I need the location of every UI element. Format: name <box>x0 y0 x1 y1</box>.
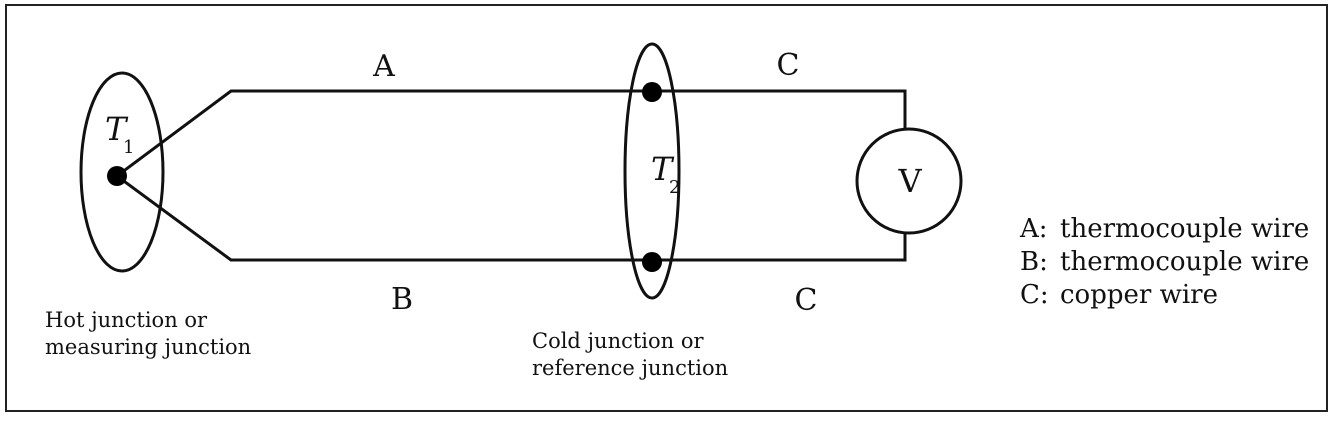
hot-caption-line1: Hot junction or <box>45 308 208 332</box>
legend: A: thermocouple wire B: thermocouple wir… <box>1020 213 1309 312</box>
wire-c-top <box>652 89 907 129</box>
cold-junction-caption: Cold junction or reference junction <box>532 328 728 382</box>
legend-item: B: thermocouple wire <box>1020 246 1309 279</box>
cold-caption-line2: reference junction <box>532 356 729 380</box>
hot-junction-subscript: 1 <box>123 137 134 158</box>
wire-a <box>116 89 652 178</box>
legend-item: C: copper wire <box>1020 279 1309 312</box>
legend-key: B: <box>1020 247 1048 277</box>
voltmeter-circle <box>855 127 963 235</box>
legend-key: A: <box>1020 214 1048 244</box>
diagram-frame <box>5 4 1328 412</box>
legend-text: thermocouple wire <box>1060 214 1310 244</box>
cold-junction-dot-bottom <box>642 252 662 272</box>
wire-c-bottom-label: C <box>795 283 818 318</box>
cold-junction-ellipse <box>623 42 681 300</box>
hot-caption-line2: measuring junction <box>45 335 252 359</box>
cold-junction-symbol: T <box>651 150 675 188</box>
voltmeter-label: V <box>897 162 922 200</box>
hot-junction-ellipse <box>79 71 165 273</box>
wire-c-top-label: C <box>777 48 800 83</box>
legend-text: thermocouple wire <box>1060 247 1310 277</box>
wire-b <box>116 174 652 262</box>
cold-junction-subscript: 2 <box>669 177 680 198</box>
cold-caption-line1: Cold junction or <box>532 329 704 353</box>
legend-key: C: <box>1020 280 1049 310</box>
wire-a-label: A <box>372 49 395 84</box>
wire-b-label: B <box>391 282 413 317</box>
hot-junction-symbol: T <box>105 110 129 148</box>
hot-junction-caption: Hot junction or measuring junction <box>45 307 251 361</box>
cold-junction-dot-top <box>642 82 662 102</box>
legend-text: copper wire <box>1060 280 1218 310</box>
wire-c-bottom <box>652 233 907 262</box>
legend-item: A: thermocouple wire <box>1020 213 1309 246</box>
hot-junction-dot <box>107 166 127 186</box>
